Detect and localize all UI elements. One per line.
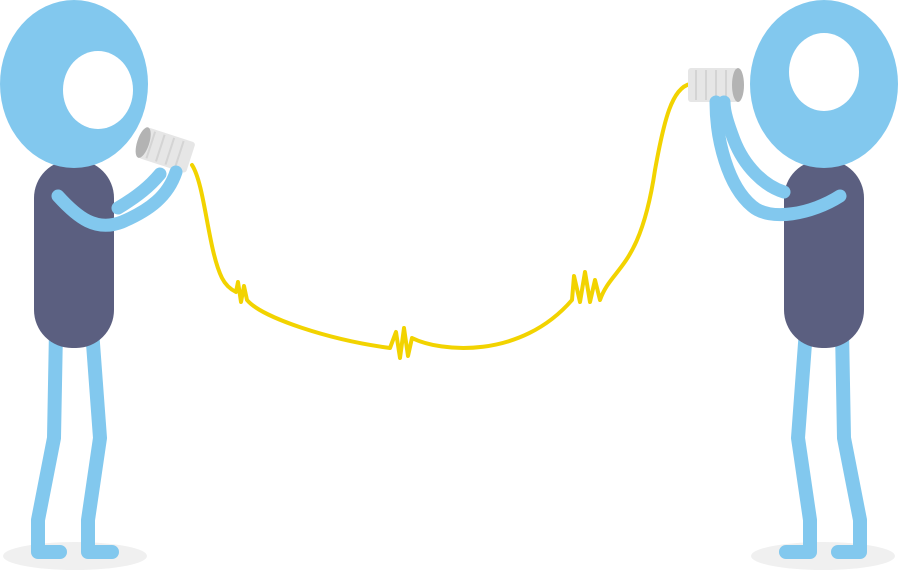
right-person — [688, 0, 898, 559]
left-person-shadow — [3, 542, 147, 570]
right-person-body — [784, 160, 864, 348]
right-person-shadow — [751, 542, 895, 570]
left-person — [0, 0, 195, 559]
left-tin-can — [135, 127, 195, 173]
right-person-arm — [709, 95, 847, 222]
right-person-hand — [717, 95, 791, 199]
left-person-right-leg — [81, 323, 119, 559]
left-person-body — [34, 160, 114, 348]
telephone-string — [190, 82, 692, 360]
right-tin-can — [688, 68, 744, 102]
left-person-left-leg — [31, 323, 67, 559]
left-person-arm — [51, 165, 183, 232]
right-person-right-leg — [831, 323, 867, 559]
left-person-hand — [111, 167, 167, 215]
left-person-face — [63, 51, 133, 129]
right-person-left-leg — [779, 323, 817, 559]
right-person-face — [789, 33, 859, 111]
